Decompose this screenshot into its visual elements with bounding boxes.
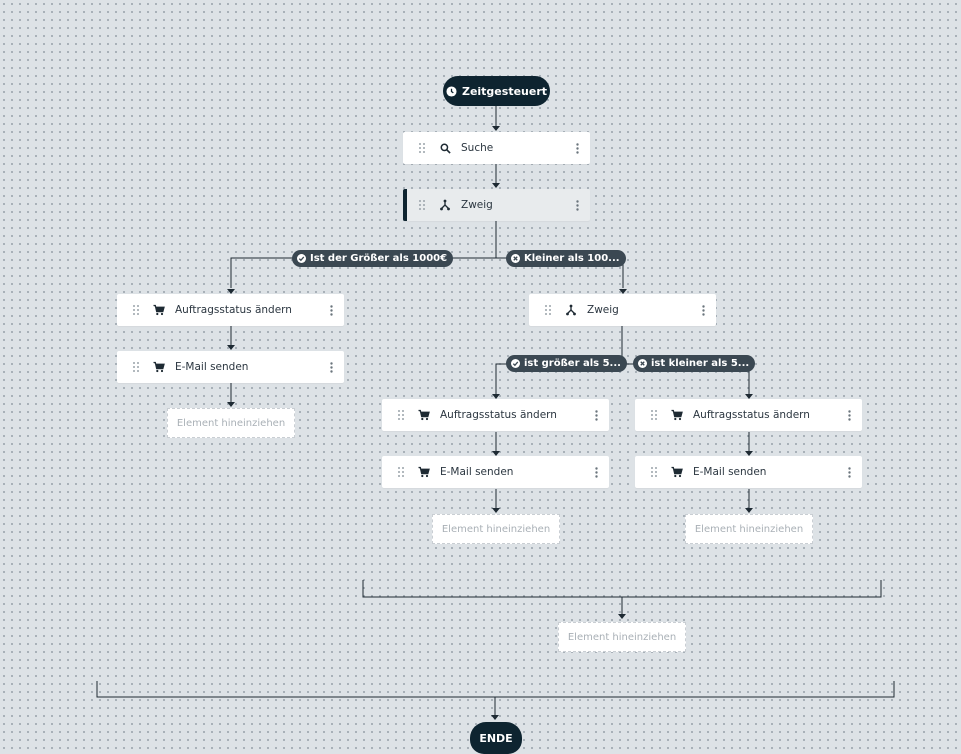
drag-handle-icon[interactable] [415,142,429,154]
node-label: E-Mail senden [175,361,249,373]
node-label: Zweig [587,304,619,316]
cart-icon [416,409,432,421]
node-search[interactable]: Suche [403,132,590,164]
x-circle-icon [638,359,647,368]
condition-badge-greater-1000[interactable]: Ist der Größer als 1000€ [292,250,454,267]
check-circle-icon [297,254,306,263]
node-send-email[interactable]: E-Mail senden [117,351,344,383]
end-label: ENDE [479,731,513,745]
node-label: Auftragsstatus ändern [693,409,810,421]
drag-handle-icon[interactable] [394,466,408,478]
node-order-status[interactable]: Auftragsstatus ändern [117,294,344,326]
drop-zone[interactable]: Element hineinziehen [432,514,560,544]
condition-label: Kleiner als 100... [524,253,620,264]
node-label: Zweig [461,199,493,211]
node-send-email[interactable]: E-Mail senden [635,456,862,488]
more-menu-icon[interactable] [844,409,854,421]
more-menu-icon[interactable] [326,361,336,373]
drag-handle-icon[interactable] [647,466,661,478]
cart-icon [151,361,167,373]
drag-handle-icon[interactable] [394,409,408,421]
more-menu-icon[interactable] [591,466,601,478]
node-branch-nested[interactable]: Zweig [529,294,716,326]
cart-icon [151,304,167,316]
cart-icon [669,409,685,421]
condition-badge-greater-5[interactable]: ist größer als 5... [506,355,627,372]
cart-icon [669,466,685,478]
drag-handle-icon[interactable] [541,304,555,316]
more-menu-icon[interactable] [591,409,601,421]
more-menu-icon[interactable] [326,304,336,316]
trigger-start[interactable]: Zeitgesteuert [443,76,550,106]
node-label: E-Mail senden [693,466,767,478]
drag-handle-icon[interactable] [129,361,143,373]
drop-zone[interactable]: Element hineinziehen [167,408,295,438]
drag-handle-icon[interactable] [129,304,143,316]
branch-icon [563,304,579,316]
end-node[interactable]: ENDE [470,722,522,754]
branch-icon [437,199,453,211]
drop-zone[interactable]: Element hineinziehen [685,514,813,544]
node-order-status[interactable]: Auftragsstatus ändern [382,399,609,431]
more-menu-icon[interactable] [572,199,582,211]
node-branch-main[interactable]: Zweig [403,189,590,221]
search-icon [437,143,453,154]
condition-badge-less-1000[interactable]: Kleiner als 100... [506,250,626,267]
condition-label: Ist der Größer als 1000€ [310,253,448,264]
node-label: Auftragsstatus ändern [440,409,557,421]
x-circle-icon [511,254,520,263]
node-label: Suche [461,142,494,154]
drag-handle-icon[interactable] [415,199,429,211]
check-circle-icon [511,359,520,368]
more-menu-icon[interactable] [844,466,854,478]
condition-badge-less-5[interactable]: ist kleiner als 5... [633,355,756,372]
more-menu-icon[interactable] [572,142,582,154]
condition-label: ist größer als 5... [524,358,621,369]
drop-zone[interactable]: Element hineinziehen [558,622,686,652]
trigger-label: Zeitgesteuert [461,84,548,98]
node-label: E-Mail senden [440,466,514,478]
more-menu-icon[interactable] [698,304,708,316]
node-label: Auftragsstatus ändern [175,304,292,316]
node-send-email[interactable]: E-Mail senden [382,456,609,488]
drag-handle-icon[interactable] [647,409,661,421]
node-order-status[interactable]: Auftragsstatus ändern [635,399,862,431]
condition-label: ist kleiner als 5... [651,358,750,369]
clock-icon [446,85,457,97]
cart-icon [416,466,432,478]
